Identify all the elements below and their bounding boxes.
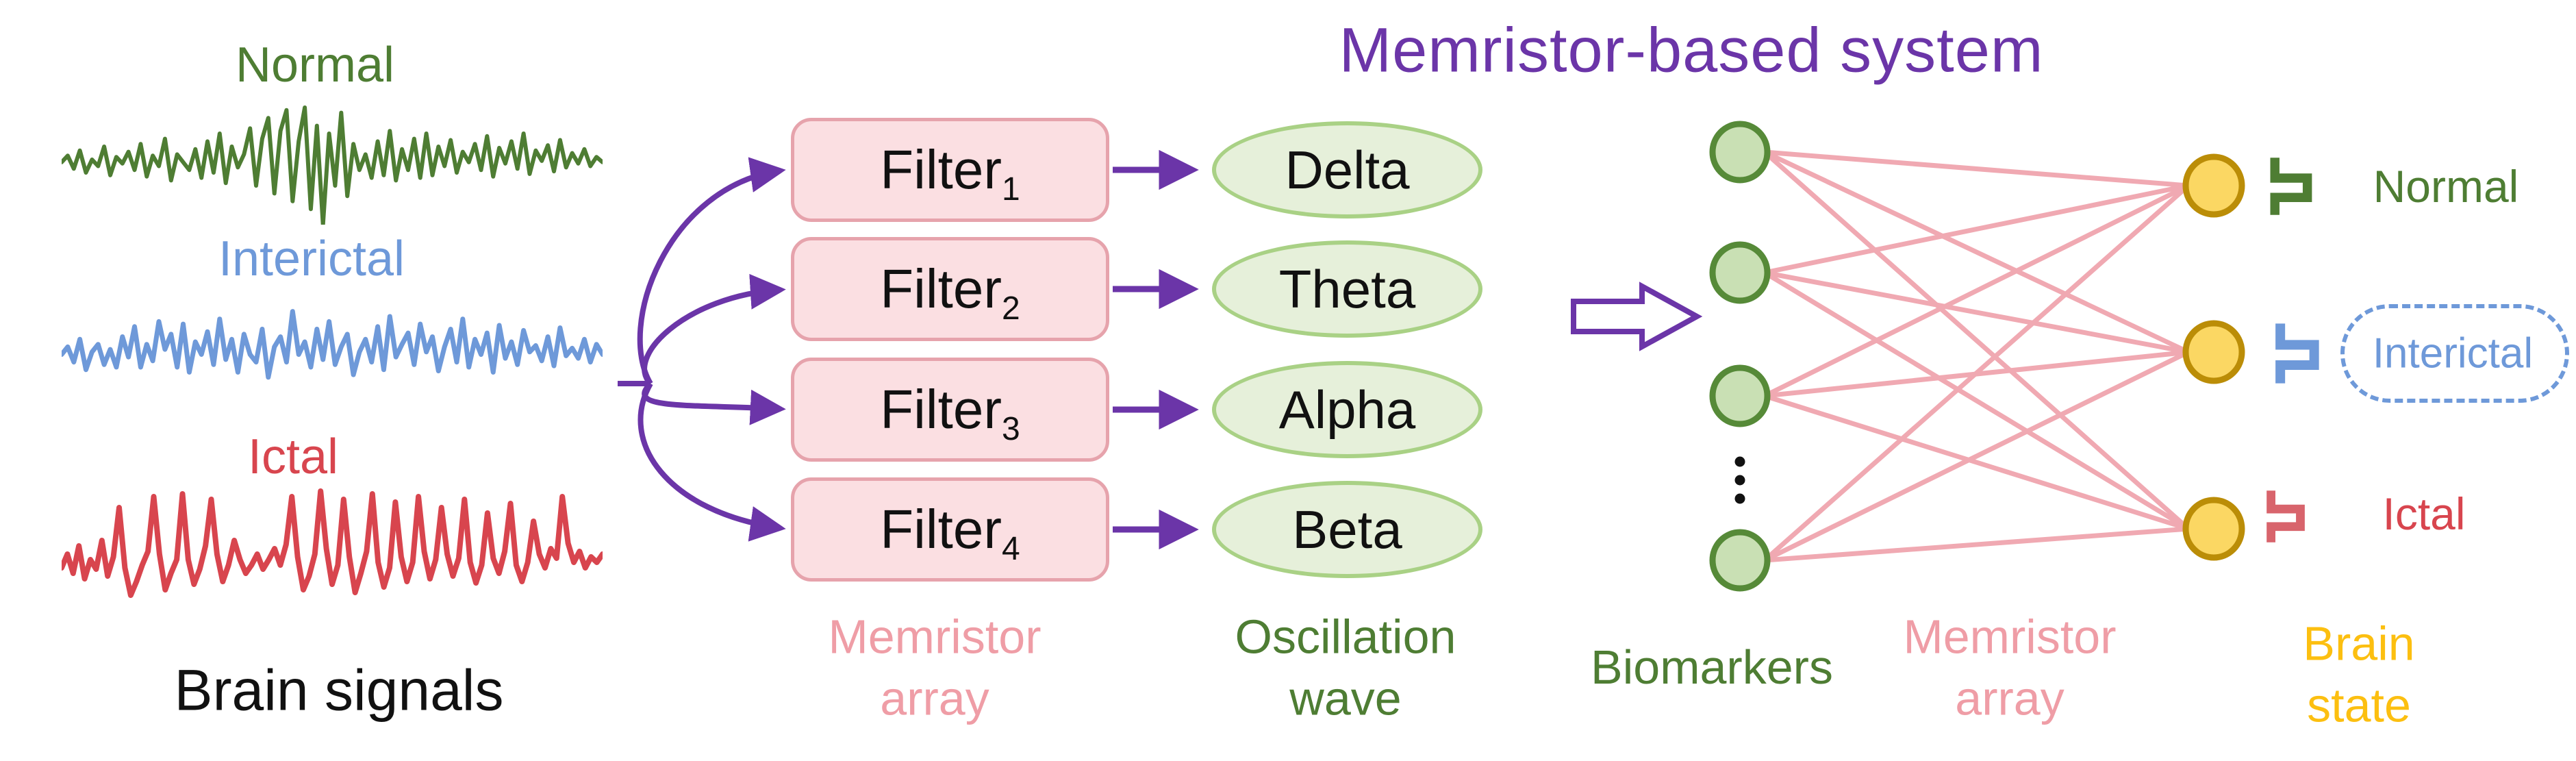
ictal-waveform — [62, 488, 603, 598]
filter-box-1: Filter1 — [791, 118, 1109, 222]
biomarker-input-node — [1709, 364, 1771, 427]
ellipsis-dots-icon — [1734, 456, 1745, 504]
network-nodes — [1709, 121, 2245, 592]
step-wave-icon-normal — [2270, 158, 2312, 215]
wave-ellipse-delta: Delta — [1212, 121, 1482, 219]
interictal-waveform — [62, 309, 603, 380]
filter-to-wave-arrows — [1113, 149, 1199, 550]
normal-waveform — [62, 105, 603, 225]
state-label-ictal: Ictal — [2382, 488, 2466, 539]
wave-ellipse-alpha: Alpha — [1212, 361, 1482, 458]
brain-state-output-node — [2182, 153, 2245, 218]
filter-box-3: Filter3 — [791, 358, 1109, 462]
biomarkers-label: Biomarkers — [1591, 640, 1833, 695]
biomarker-input-node — [1709, 529, 1771, 592]
brain-signals-caption: Brain signals — [174, 658, 504, 723]
brain-state-output-node — [2182, 320, 2245, 384]
brain-state-output-node — [2182, 497, 2245, 561]
step-wave-icon-interictal — [2275, 323, 2319, 384]
memristor-connections — [1763, 149, 2190, 563]
signal-label-normal: Normal — [235, 38, 395, 92]
brain-state-label: Brain state — [2303, 616, 2415, 732]
filter-box-4: Filter4 — [791, 477, 1109, 582]
fanout-arrows — [618, 157, 786, 542]
biomarker-input-node — [1709, 241, 1771, 304]
state-label-normal: Normal — [2373, 161, 2519, 212]
memristor-array-label-2: Memristor array — [1903, 610, 2117, 725]
wave-ellipse-theta: Theta — [1212, 240, 1482, 338]
wave-ellipse-beta: Beta — [1212, 481, 1482, 578]
interictal-highlight-box — [2340, 304, 2569, 403]
page-title: Memristor-based system — [1339, 15, 2044, 86]
step-wave-icon-ictal — [2266, 490, 2305, 542]
filter-box-2: Filter2 — [791, 237, 1109, 341]
oscillation-wave-label: Oscillation wave — [1235, 610, 1456, 725]
biomarker-input-node — [1709, 121, 1771, 184]
memristor-array-label-1: Memristor array — [828, 610, 1041, 725]
block-arrow-icon — [1571, 282, 1703, 351]
signal-label-interictal: Interictal — [218, 232, 405, 286]
state-label-interictal: Interictal — [2372, 329, 2534, 377]
signal-label-ictal: Ictal — [247, 429, 339, 484]
